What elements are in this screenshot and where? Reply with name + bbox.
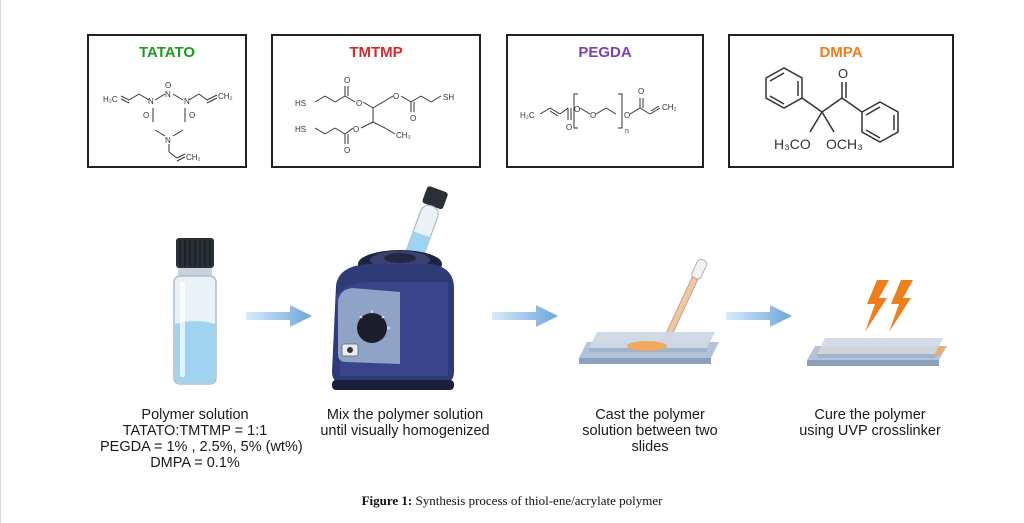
tatato-structure: N N N N O O O H₂C CH₂ CH₂ — [103, 81, 233, 162]
step-2-line-1: Mix the polymer solution — [326, 407, 484, 423]
step-2-line-2: until visually homogenized — [320, 423, 490, 439]
tmtmp-box: TMTMP — [271, 34, 481, 168]
svg-text:O: O — [344, 76, 350, 85]
step-4-line-1: Cure the polymer — [814, 407, 926, 423]
step-1-line-3: PEGDA = 1% , 2.5%, 5% (wt%) — [100, 439, 303, 455]
page-edge-line — [0, 0, 1, 523]
pegda-structure: H₂C O O O O O n CH₂ — [520, 87, 677, 135]
pegda-title: PEGDA — [578, 44, 632, 61]
svg-text:HS: HS — [295, 99, 306, 108]
svg-text:O: O — [590, 111, 596, 120]
svg-text:O: O — [566, 123, 572, 132]
figure-label: Figure 1: — [361, 493, 413, 508]
step-4-line-2: using UVP crosslinker — [799, 423, 941, 439]
step-1-line-4: DMPA = 0.1% — [150, 455, 240, 471]
svg-text:H₂C: H₂C — [520, 111, 535, 120]
svg-text:O: O — [143, 111, 149, 120]
svg-text:O: O — [189, 111, 195, 120]
svg-text:n: n — [625, 128, 629, 135]
step-1-line-1: Polymer solution — [141, 407, 249, 423]
svg-text:OCH₃: OCH₃ — [826, 136, 863, 152]
figure-caption: Figure 1: Synthesis process of thiol-ene… — [0, 493, 1024, 509]
dmpa-structure: O H₃CO OCH₃ — [765, 66, 899, 152]
svg-text:O: O — [344, 146, 350, 155]
vortex-mixer-icon — [332, 186, 454, 390]
svg-text:CH₂: CH₂ — [218, 92, 233, 101]
svg-text:SH: SH — [443, 93, 454, 102]
step-3-line-3: slides — [631, 439, 669, 455]
svg-text:N: N — [184, 97, 190, 106]
svg-text:O: O — [624, 111, 630, 120]
svg-text:CH₂: CH₂ — [662, 103, 677, 112]
tmtmp-title: TMTMP — [349, 44, 403, 61]
process-arrow-3 — [726, 305, 792, 327]
svg-text:N: N — [165, 136, 171, 145]
step-3-caption: Cast the polymer solution between two sl… — [550, 407, 750, 455]
svg-text:O: O — [165, 81, 171, 90]
step-1-line-2: TATATO:TMTMP = 1:1 — [122, 423, 268, 439]
uv-cure-slides-icon — [807, 280, 947, 366]
tatato-box: TATATO N N N N — [87, 34, 247, 168]
svg-text:N: N — [165, 90, 171, 99]
glass-slides-pipette-icon — [579, 258, 719, 364]
tmtmp-structure: HS O O O O SH CH₃ O O HS — [295, 76, 454, 155]
svg-text:O: O — [838, 66, 848, 81]
step-3-line-2: solution between two — [582, 423, 718, 439]
figure-text: Synthesis process of thiol-ene/acrylate … — [412, 493, 663, 508]
svg-text:N: N — [148, 97, 154, 106]
step-3-line-1: Cast the polymer — [595, 407, 705, 423]
svg-text:HS: HS — [295, 125, 306, 134]
svg-text:O: O — [393, 92, 399, 101]
svg-text:O: O — [638, 87, 644, 96]
vial-icon — [173, 238, 217, 385]
tatato-title: TATATO — [138, 44, 196, 61]
process-arrow-1 — [246, 305, 312, 327]
step-1-caption: Polymer solution TATATO:TMTMP = 1:1 PEGD… — [100, 407, 303, 471]
svg-text:H₂C: H₂C — [103, 95, 118, 104]
dmpa-box: DMPA O H₃CO OCH₃ — [728, 34, 954, 168]
svg-text:O: O — [574, 105, 580, 114]
pegda-box: PEGDA H₂C O O O O O n CH₂ — [506, 34, 704, 168]
dmpa-title: DMPA — [819, 44, 863, 61]
svg-text:CH₂: CH₂ — [186, 153, 201, 162]
step-2-caption: Mix the polymer solution until visually … — [300, 407, 510, 439]
step-4-caption: Cure the polymer using UVP crosslinker — [770, 407, 970, 439]
svg-text:CH₃: CH₃ — [396, 131, 411, 140]
process-arrow-2 — [492, 305, 558, 327]
svg-text:H₃CO: H₃CO — [774, 136, 811, 152]
svg-text:O: O — [353, 125, 359, 134]
svg-text:O: O — [410, 114, 416, 123]
svg-text:O: O — [356, 99, 362, 108]
